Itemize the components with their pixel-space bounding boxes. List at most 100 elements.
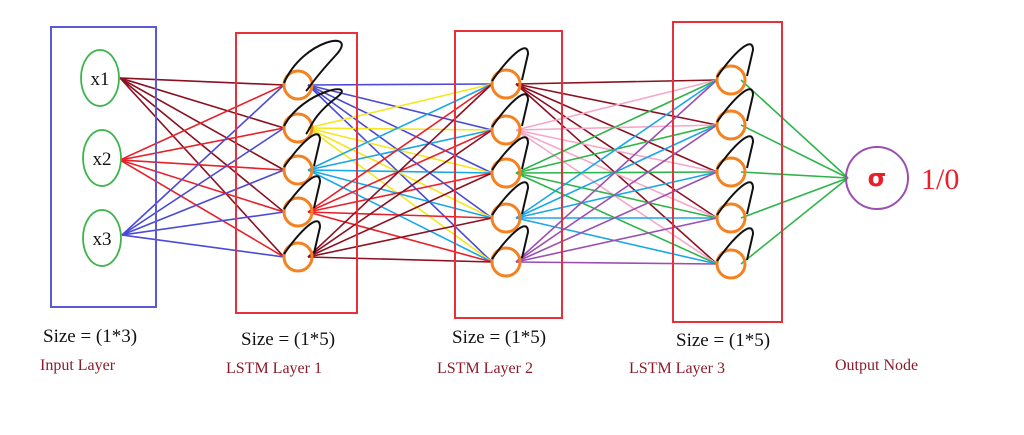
edge-lstm2-2-to-lstm3-1 xyxy=(515,79,718,131)
edge-lstm1-5-to-lstm2-1 xyxy=(307,83,493,258)
edge-input-3-to-lstm1-2 xyxy=(121,127,285,236)
lstm1-unit-1-recurrent-loop-icon xyxy=(283,39,343,92)
input-layer-box xyxy=(50,26,157,308)
edge-input-3-to-lstm1-5 xyxy=(121,234,285,258)
edge-input-1-to-lstm1-5 xyxy=(119,77,285,258)
lstm2-unit-5 xyxy=(490,246,522,278)
lstm2-unit-2-recurrent-loop-icon xyxy=(491,93,530,128)
lstm1-unit-5-recurrent-loop-icon xyxy=(283,220,322,255)
lstm3-unit-2 xyxy=(715,109,747,141)
input-size-label: Size = (1*3) xyxy=(43,326,137,347)
edge-input-2-to-lstm1-4 xyxy=(119,159,285,213)
lstm2-unit-1 xyxy=(490,68,522,100)
lstm3-size-label: Size = (1*5) xyxy=(676,330,770,351)
lstm2-unit-5-recurrent-loop-icon xyxy=(491,225,530,260)
edge-lstm1-2-to-lstm2-4 xyxy=(307,127,493,219)
edge-lstm1-5-to-lstm2-3 xyxy=(307,172,493,258)
lstm-layer-2-box xyxy=(454,30,563,319)
sigmoid-symbol: σ xyxy=(868,164,887,192)
input-node-x3 xyxy=(82,209,122,267)
output-node-label: Output Node xyxy=(835,357,918,374)
edge-lstm2-3-to-lstm3-3 xyxy=(515,171,718,174)
edge-lstm3-4-to-output xyxy=(740,177,849,219)
lstm3-unit-5 xyxy=(715,248,747,280)
connections xyxy=(119,77,849,265)
edge-lstm1-4-to-lstm2-1 xyxy=(307,83,493,213)
edge-lstm1-5-to-lstm2-4 xyxy=(307,217,493,258)
lstm2-unit-3 xyxy=(490,157,522,189)
edge-lstm1-5-to-lstm2-2 xyxy=(307,129,493,258)
input-node-x1-label: x1 xyxy=(91,69,110,90)
edge-input-2-to-lstm1-3 xyxy=(119,159,285,171)
lstm3-unit-5-recurrent-loop-icon xyxy=(716,227,755,262)
input-layer-label: Input Layer xyxy=(40,357,116,374)
edge-lstm2-4-to-lstm3-1 xyxy=(515,79,718,219)
input-node-x2 xyxy=(82,129,122,187)
lstm2-unit-4-recurrent-loop-icon xyxy=(491,181,530,216)
edge-lstm2-5-to-lstm3-3 xyxy=(515,171,718,263)
edge-lstm2-2-to-lstm3-2 xyxy=(515,124,718,131)
lstm1-unit-2 xyxy=(282,112,314,144)
edge-input-1-to-lstm1-2 xyxy=(119,77,285,129)
output-node-circle xyxy=(845,146,909,210)
lstm2-layer-label: LSTM Layer 2 xyxy=(437,360,533,377)
input-node-x2-label: x2 xyxy=(93,149,112,170)
edge-lstm1-3-to-lstm2-2 xyxy=(307,129,493,171)
edge-lstm1-2-to-lstm2-2 xyxy=(307,127,493,131)
edge-lstm1-3-to-lstm2-5 xyxy=(307,169,493,263)
lstm1-size-label: Size = (1*5) xyxy=(241,329,335,350)
lstm3-unit-3-recurrent-loop-icon xyxy=(716,135,755,170)
edge-lstm1-1-to-lstm2-1 xyxy=(307,83,493,86)
lstm2-unit-3-recurrent-loop-icon xyxy=(491,136,530,171)
lstm2-unit-1-recurrent-loop-icon xyxy=(491,47,530,82)
edge-lstm3-2-to-output xyxy=(740,124,849,179)
lstm1-unit-3 xyxy=(282,154,314,186)
lstm3-unit-1 xyxy=(715,64,747,96)
edge-lstm2-2-to-lstm3-3 xyxy=(515,129,718,173)
edge-lstm2-2-to-lstm3-4 xyxy=(515,129,718,219)
edge-input-3-to-lstm1-3 xyxy=(121,169,285,236)
edge-lstm2-3-to-lstm3-1 xyxy=(515,79,718,174)
lstm2-unit-4 xyxy=(490,202,522,234)
edge-lstm1-1-to-lstm2-2 xyxy=(307,84,493,131)
nodes xyxy=(80,39,755,280)
lstm1-unit-4-recurrent-loop-icon xyxy=(283,175,322,210)
edge-lstm1-3-to-lstm2-1 xyxy=(307,83,493,171)
lstm1-unit-4 xyxy=(282,196,314,228)
lstm1-layer-label: LSTM Layer 1 xyxy=(226,360,322,377)
lstm3-unit-2-recurrent-loop-icon xyxy=(716,88,755,123)
edge-input-1-to-lstm1-4 xyxy=(119,77,285,213)
lstm3-unit-3 xyxy=(715,156,747,188)
edge-lstm2-5-to-lstm3-4 xyxy=(515,217,718,263)
lstm-layer-1-box xyxy=(235,32,358,314)
lstm3-layer-label: LSTM Layer 3 xyxy=(629,360,725,377)
lstm1-unit-3-recurrent-loop-icon xyxy=(283,133,322,168)
edge-lstm3-1-to-output xyxy=(740,79,849,179)
lstm1-unit-1 xyxy=(282,69,314,101)
edge-input-3-to-lstm1-4 xyxy=(121,211,285,236)
edge-input-3-to-lstm1-1 xyxy=(121,84,285,236)
edge-lstm3-5-to-output xyxy=(740,177,849,265)
edge-lstm2-5-to-lstm3-1 xyxy=(515,79,718,263)
edge-input-1-to-lstm1-1 xyxy=(119,77,285,86)
lstm3-unit-1-recurrent-loop-icon xyxy=(716,43,755,78)
lstm3-unit-4 xyxy=(715,202,747,234)
edge-lstm1-4-to-lstm2-3 xyxy=(307,172,493,213)
input-node-x3-label: x3 xyxy=(93,229,112,250)
lstm1-unit-5 xyxy=(282,241,314,273)
edge-lstm1-5-to-lstm2-5 xyxy=(307,256,493,263)
input-node-x1 xyxy=(80,49,120,107)
edge-lstm1-1-to-lstm2-4 xyxy=(307,84,493,219)
lstm2-size-label: Size = (1*5) xyxy=(452,327,546,348)
edge-lstm2-4-to-lstm3-5 xyxy=(515,217,718,265)
edge-input-2-to-lstm1-2 xyxy=(119,127,285,161)
edge-input-2-to-lstm1-1 xyxy=(119,84,285,161)
edge-lstm1-2-to-lstm2-1 xyxy=(307,83,493,129)
edge-lstm2-1-to-lstm3-1 xyxy=(515,79,718,85)
lstm1-unit-2-recurrent-loop-icon xyxy=(283,88,343,135)
lstm-layer-3-box xyxy=(672,21,783,323)
edge-lstm1-2-to-lstm2-5 xyxy=(307,127,493,263)
edge-lstm2-5-to-lstm3-2 xyxy=(515,124,718,263)
lstm3-unit-4-recurrent-loop-icon xyxy=(716,181,755,216)
